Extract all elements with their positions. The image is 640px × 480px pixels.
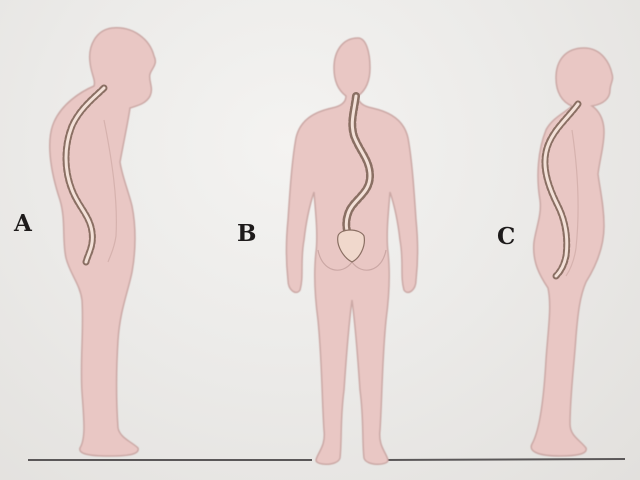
figure-b-pelvis bbox=[337, 229, 365, 263]
figure-a-label: A bbox=[14, 210, 32, 237]
figure-c-arm bbox=[565, 129, 579, 277]
figure-b bbox=[285, 37, 419, 465]
figure-a-body bbox=[49, 27, 157, 457]
figure-b-label: B bbox=[237, 220, 257, 247]
figure-c bbox=[530, 47, 614, 457]
figure-c-label: C bbox=[497, 223, 516, 250]
figure-a bbox=[49, 27, 157, 457]
floor-line-right bbox=[371, 458, 626, 461]
figure-c-body bbox=[530, 47, 614, 457]
figure-a-arm bbox=[103, 119, 117, 263]
